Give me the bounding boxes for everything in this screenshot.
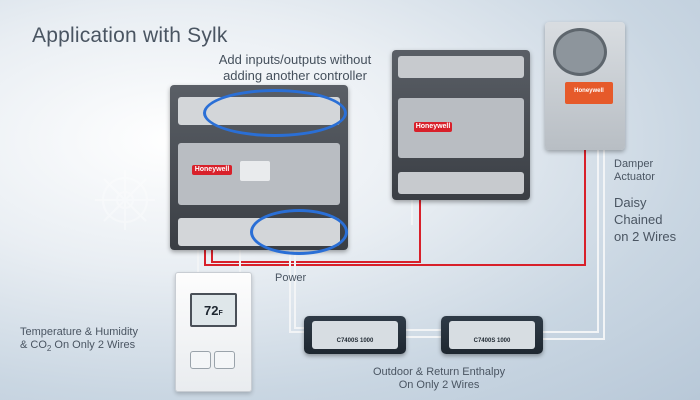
power-wire	[204, 150, 586, 266]
thermostat: 72F	[175, 272, 252, 392]
damper-label-line: Damper	[614, 158, 654, 170]
temperature-label: Temperature & Humidity & CO2 On Only 2 W…	[20, 326, 138, 355]
top-terminal-block	[398, 56, 524, 78]
temp-label-line: Temperature & Humidity	[20, 326, 138, 338]
thermostat-button-right[interactable]	[214, 351, 235, 369]
highlight-ring-top	[203, 89, 347, 137]
sensor-model: C7400S 1000	[473, 338, 511, 344]
power-wire	[211, 200, 421, 263]
controller-face: Honeywell	[178, 143, 340, 205]
page-title: Application with Sylk	[32, 24, 228, 47]
temp-label-post: On Only 2 Wires	[51, 339, 136, 351]
highlight-ring-bottom	[250, 209, 348, 255]
damper-label: Damper Actuator	[614, 158, 655, 184]
thermostat-button-left[interactable]	[190, 351, 211, 369]
damper-actuator: Honeywell	[545, 22, 625, 150]
daisy-line: Chained	[614, 212, 663, 227]
callout-text: Add inputs/outputs without adding anothe…	[205, 52, 385, 84]
sensor-face: C7400S 1000	[312, 321, 398, 349]
enthalpy-sensor-2: C7400S 1000	[441, 316, 543, 354]
daisy-line: on 2 Wires	[614, 229, 677, 244]
enthalpy-label: Outdoor & Return Enthalpy On Only 2 Wire…	[373, 366, 505, 392]
sensor-model: C7400S 1000	[336, 338, 374, 344]
expansion-module: Honeywell	[392, 50, 530, 200]
bus-wire	[294, 248, 305, 329]
callout-line: Add inputs/outputs without	[218, 52, 372, 67]
temperature-unit: F	[218, 310, 223, 317]
enthalpy-line: On Only 2 Wires	[398, 379, 480, 391]
brand-logo: Honeywell	[192, 165, 232, 175]
power-label: Power	[275, 272, 307, 284]
bus-wire	[289, 248, 305, 333]
daisy-line: Daisy	[614, 195, 647, 210]
actuator-hub	[553, 28, 607, 76]
daisy-chain-label: Daisy Chained on 2 Wires	[614, 194, 676, 245]
model-label	[240, 161, 270, 181]
enthalpy-sensor-1: C7400S 1000	[304, 316, 406, 354]
callout-line: adding another controller	[223, 68, 367, 83]
temp-label-sub: 2	[46, 344, 52, 354]
brand-logo: Honeywell	[574, 88, 604, 94]
damper-label-line: Actuator	[614, 171, 655, 183]
sensor-face: C7400S 1000	[449, 321, 535, 349]
bottom-terminal-block	[398, 172, 524, 194]
gear-watermark-icon	[95, 170, 155, 230]
actuator-label-panel: Honeywell	[565, 82, 613, 104]
temperature-value: 72	[204, 303, 219, 318]
temp-label-pre: & CO	[20, 339, 47, 351]
module-face: Honeywell	[398, 98, 524, 158]
enthalpy-line: Outdoor & Return Enthalpy	[373, 366, 506, 378]
temp-label-line: & CO2 On Only 2 Wires	[20, 339, 138, 355]
brand-logo: Honeywell	[414, 122, 452, 132]
temperature-reading: 72F	[204, 303, 223, 318]
thermostat-display: 72F	[190, 293, 237, 327]
